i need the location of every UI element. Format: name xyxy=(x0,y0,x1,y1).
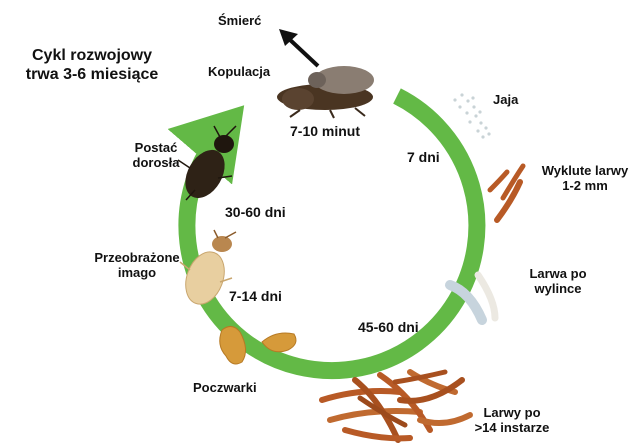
larvae-pile-icon xyxy=(322,372,470,440)
hatched-larvae-label: Wyklute larwy 1-2 mm xyxy=(533,163,637,193)
beetle-pair-icon xyxy=(277,66,374,118)
molted-larva-label: Larwa po wylince xyxy=(518,266,598,296)
instar-larvae-label: Larwy po >14 instarze xyxy=(462,405,562,435)
adult-label: Postać dorosła xyxy=(128,140,184,170)
mating-label: Kopulacja xyxy=(208,64,270,79)
emerged-imago-line-2: imago xyxy=(86,265,188,280)
egg-cluster-icon xyxy=(453,93,490,138)
instar-larvae-line-2: >14 instarze xyxy=(462,420,562,435)
hatched-larvae-line-2: 1-2 mm xyxy=(533,178,637,193)
hatched-larvae-line-1: Wyklute larwy xyxy=(533,163,637,178)
eggs-label: Jaja xyxy=(493,92,518,107)
death-label: Śmierć xyxy=(218,13,261,28)
hatched-larvae-icon xyxy=(490,166,523,220)
death-arrow-icon xyxy=(279,29,318,66)
title-line-2: trwa 3-6 miesiące xyxy=(8,65,176,84)
adult-duration: 30-60 dni xyxy=(225,205,286,220)
title-line-1: Cykl rozwojowy xyxy=(8,46,176,65)
molted-larva-line-1: Larwa po xyxy=(518,266,598,281)
adult-line-2: dorosła xyxy=(128,155,184,170)
adult-line-1: Postać xyxy=(128,140,184,155)
mating-duration: 7-10 minut xyxy=(290,124,360,139)
instar-larvae-line-1: Larwy po xyxy=(462,405,562,420)
molted-larva-line-2: wylince xyxy=(518,281,598,296)
emerged-imago-line-1: Przeobrażone xyxy=(86,250,188,265)
larvae-duration: 45-60 dni xyxy=(358,320,419,335)
emerged-imago-label: Przeobrażone imago xyxy=(86,250,188,280)
diagram-title: Cykl rozwojowy trwa 3-6 miesiące xyxy=(8,46,176,84)
eggs-duration: 7 dni xyxy=(407,150,440,165)
pupae-label: Poczwarki xyxy=(193,380,257,395)
pupae-duration: 7-14 dni xyxy=(229,289,282,304)
